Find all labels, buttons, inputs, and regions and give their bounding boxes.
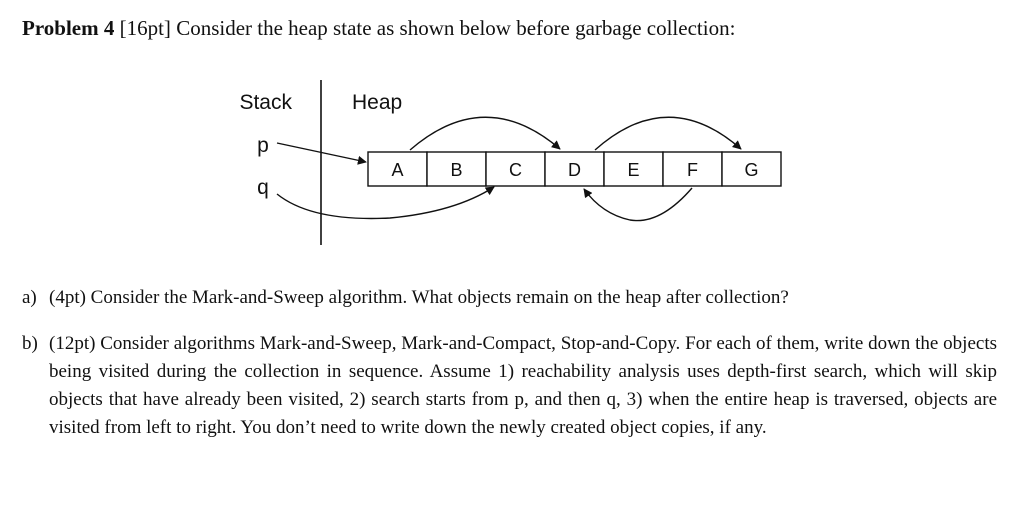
svg-text:E: E (627, 160, 639, 180)
pointer-q-to-c (276, 186, 495, 220)
heap-object-f: F (662, 151, 723, 187)
heap-object-g: G (721, 151, 782, 187)
svg-text:G: G (744, 160, 758, 180)
stack-var-p: p (257, 134, 269, 157)
svg-text:C: C (509, 160, 522, 180)
stack-label: Stack (239, 91, 292, 114)
svg-text:F: F (687, 160, 698, 180)
heap-object-c: C (485, 151, 546, 187)
part-a-marker: a) (22, 287, 37, 308)
svg-text:A: A (391, 160, 403, 180)
heap-objects: A B C D E F G (367, 151, 782, 187)
part-a: a) (4pt) Consider the Mark-and-Sweep alg… (22, 284, 997, 312)
problem-statement: Consider the heap state as shown below b… (176, 16, 736, 40)
part-a-text: (4pt) Consider the Mark-and-Sweep algori… (49, 287, 789, 308)
heap-object-a: A (367, 151, 428, 187)
heap-object-d: D (544, 151, 605, 187)
part-b-marker: b) (22, 333, 38, 354)
heap-label: Heap (352, 91, 402, 114)
problem-label: Problem 4 (22, 16, 115, 40)
reference-f-to-d (583, 187, 693, 222)
heap-object-e: E (603, 151, 664, 187)
reference-e-to-g (594, 116, 742, 151)
part-b: b) (12pt) Consider algorithms Mark-and-S… (22, 330, 997, 442)
pointer-p-to-a (276, 142, 367, 165)
svg-text:B: B (450, 160, 462, 180)
problem-points: [16pt] (119, 16, 171, 40)
heap-object-b: B (426, 151, 487, 187)
problem-title: Problem 4 [16pt] Consider the heap state… (22, 14, 735, 42)
reference-a-to-d (409, 116, 561, 151)
svg-text:D: D (568, 160, 581, 180)
stack-var-q: q (257, 176, 269, 199)
part-b-text: (12pt) Consider algorithms Mark-and-Swee… (49, 333, 997, 438)
